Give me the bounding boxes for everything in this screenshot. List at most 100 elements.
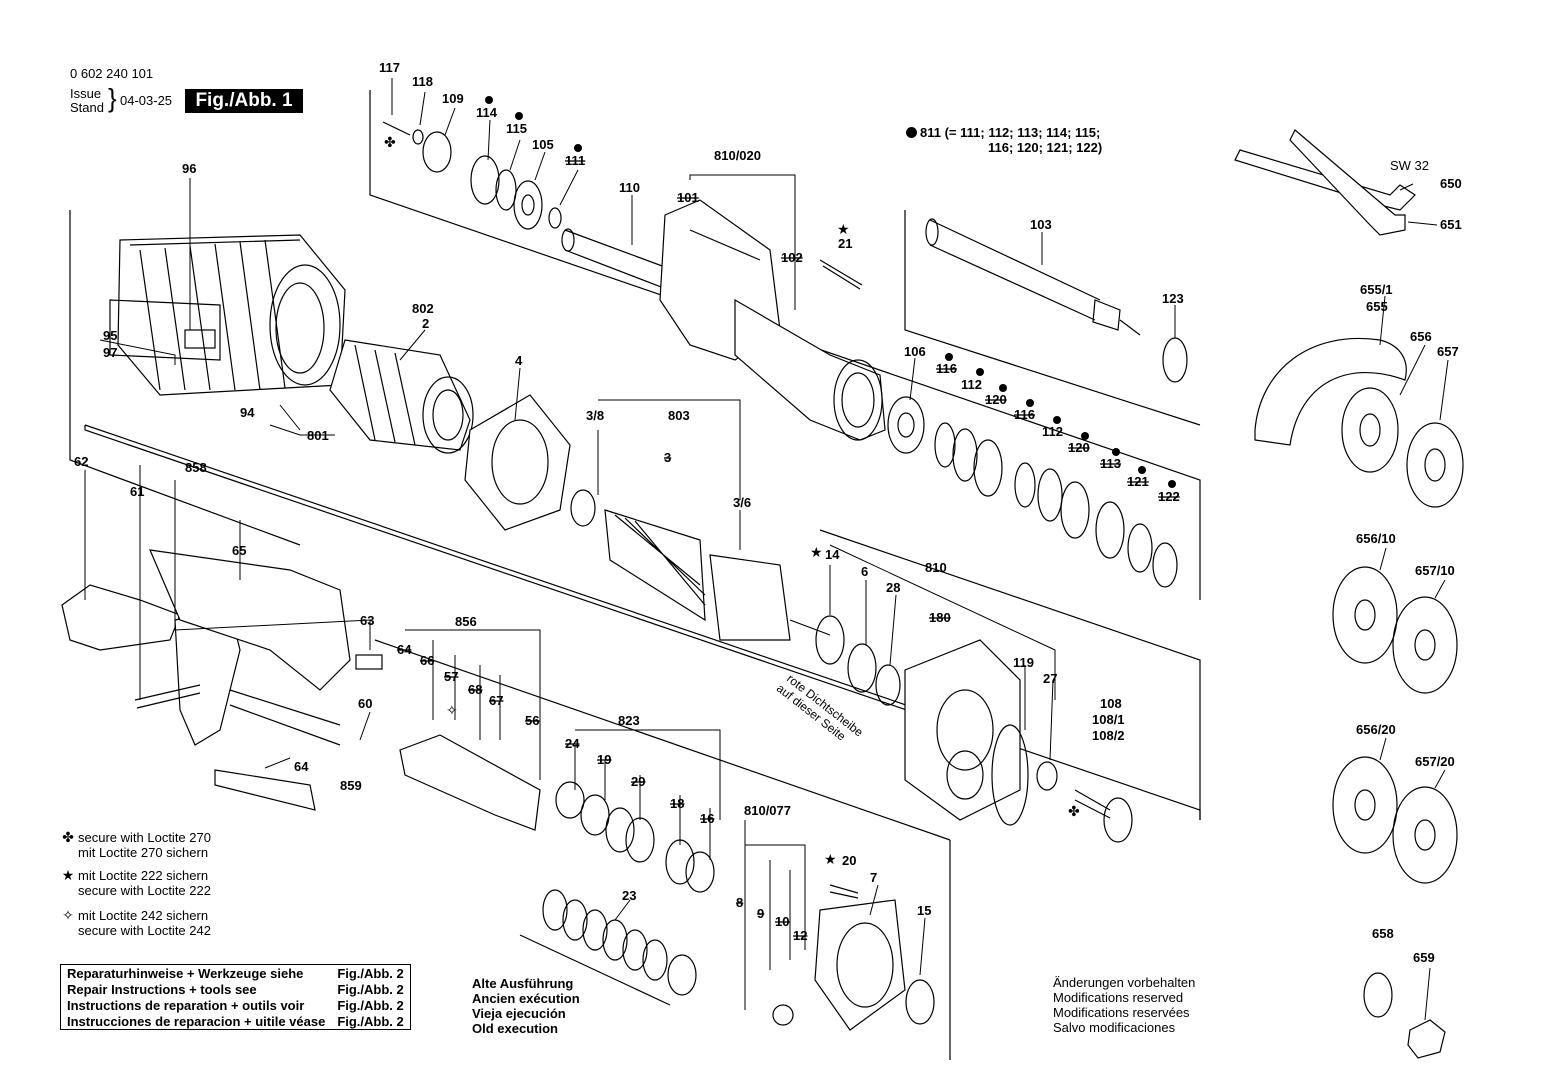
label-18: 18 xyxy=(670,796,684,811)
repair-ref: Fig./Abb. 2 xyxy=(337,966,404,981)
bearing-106 xyxy=(887,396,925,454)
label-19: 19 xyxy=(597,752,611,767)
label-64b: 64 xyxy=(294,759,309,774)
table-row: Reparaturhinweise + Werkzeuge siehe Fig./… xyxy=(61,965,411,982)
label-103: 103 xyxy=(1030,217,1052,232)
legend-line: mit Loctite 242 sichern xyxy=(78,908,209,923)
legend-line: secure with Loctite 222 xyxy=(78,883,211,898)
star-icon: ★ xyxy=(810,544,823,560)
label-65: 65 xyxy=(232,543,246,558)
repair-ref: Fig./Abb. 2 xyxy=(337,982,404,997)
spindle-103 xyxy=(925,218,1141,336)
label-64a: 64 xyxy=(397,642,412,657)
label-656-10: 656/10 xyxy=(1356,531,1396,546)
label-656-20: 656/20 xyxy=(1356,722,1396,737)
label-180: 180 xyxy=(929,610,951,625)
gear-flange-810 xyxy=(904,639,1021,821)
repair-text: Instructions de reparation + outils voir xyxy=(67,998,305,1013)
kit-note-line2: 116; 120; 121; 122) xyxy=(988,140,1103,155)
label-113: 113 xyxy=(1100,456,1121,471)
repair-ref: Fig./Abb. 2 xyxy=(337,1014,404,1029)
label-105: 105 xyxy=(532,137,554,152)
frame-spindle xyxy=(904,210,1201,426)
kit-dot-111 xyxy=(574,144,582,152)
outline-star-icon: ✧ xyxy=(62,907,74,923)
star-icon: ★ xyxy=(837,221,850,237)
label-23: 23 xyxy=(622,888,636,903)
label-68: 68 xyxy=(468,682,482,697)
label-3: 3 xyxy=(664,450,671,465)
part-63 xyxy=(355,654,383,670)
label-110: 110 xyxy=(619,180,640,195)
old-execution-line: Alte Ausführung xyxy=(472,976,574,991)
label-123: 123 xyxy=(1162,291,1184,306)
label-21: 21 xyxy=(838,236,852,251)
old-execution-line: Vieja ejecución xyxy=(472,1006,566,1021)
modifications-line: Modifications reservées xyxy=(1053,1005,1190,1020)
label-3-8: 3/8 xyxy=(586,408,604,423)
flange-656-20 xyxy=(1332,756,1398,854)
issue-date: 04-03-25 xyxy=(120,93,173,108)
flange-656-10 xyxy=(1332,566,1398,664)
repair-text: Repair Instructions + tools see xyxy=(67,982,257,997)
label-112b: 112 xyxy=(1042,424,1063,439)
label-97: 97 xyxy=(103,345,117,360)
stator-802 xyxy=(329,339,474,454)
label-810-077: 810/077 xyxy=(744,803,791,818)
label-651: 651 xyxy=(1440,217,1462,232)
label-15: 15 xyxy=(917,903,931,918)
clover-icon: ✤ xyxy=(384,134,396,150)
label-802: 802 xyxy=(412,301,434,316)
label-57: 57 xyxy=(444,669,458,684)
label-858: 858 xyxy=(185,460,207,475)
label-655: 655 xyxy=(1366,299,1388,314)
label-810-020: 810/020 xyxy=(714,148,761,163)
figure-label: Fig./Abb. 1 xyxy=(185,89,303,113)
label-655-1: 655/1 xyxy=(1360,282,1393,297)
table-row: Instructions de reparation + outils voir… xyxy=(61,997,411,1013)
pinion-108 xyxy=(1103,797,1133,843)
label-6: 6 xyxy=(861,564,868,579)
label-115: 115 xyxy=(506,121,527,136)
label-118: 118 xyxy=(412,74,433,89)
label-sw32: SW 32 xyxy=(1390,158,1429,173)
label-29: 29 xyxy=(631,774,645,789)
label-62: 62 xyxy=(74,454,88,469)
label-658: 658 xyxy=(1372,926,1394,941)
label-60: 60 xyxy=(358,696,372,711)
label-108: 108 xyxy=(1100,696,1122,711)
label-120b: 120 xyxy=(1068,440,1090,455)
label-801: 801 xyxy=(307,428,329,443)
screw-21 xyxy=(819,259,863,290)
modifications-line: Modifications reserved xyxy=(1053,990,1184,1005)
label-117: 117 xyxy=(379,60,400,75)
ring-123 xyxy=(1162,337,1188,383)
legend-line: mit Loctite 222 sichern xyxy=(78,868,209,883)
wrench-651 xyxy=(1289,129,1406,236)
bullet-icon xyxy=(906,127,917,138)
label-116a: 116 xyxy=(936,361,957,376)
repair-text: Reparaturhinweise + Werkzeuge siehe xyxy=(67,966,304,981)
screw-61 xyxy=(134,684,201,709)
old-execution-note: Alte Ausführung Ancien exécution Vieja e… xyxy=(472,976,580,1036)
label-823: 823 xyxy=(618,713,640,728)
modifications-line: Änderungen vorbehalten xyxy=(1053,975,1196,990)
old-execution-line: Old execution xyxy=(472,1021,558,1036)
label-109: 109 xyxy=(442,91,464,106)
clover-icon: ✤ xyxy=(1068,803,1080,819)
label-16: 16 xyxy=(700,811,714,826)
star-icon: ★ xyxy=(61,867,75,883)
earth-symbol xyxy=(772,1004,794,1026)
label-101: 101 xyxy=(677,190,699,205)
nut-657-10 xyxy=(1392,596,1458,694)
label-9: 9 xyxy=(757,906,764,921)
label-61: 61 xyxy=(130,484,144,499)
kit-dot-114 xyxy=(485,96,493,104)
label-96: 96 xyxy=(182,161,196,176)
label-121: 121 xyxy=(1127,474,1149,489)
label-7: 7 xyxy=(870,870,877,885)
label-12: 12 xyxy=(793,928,807,943)
